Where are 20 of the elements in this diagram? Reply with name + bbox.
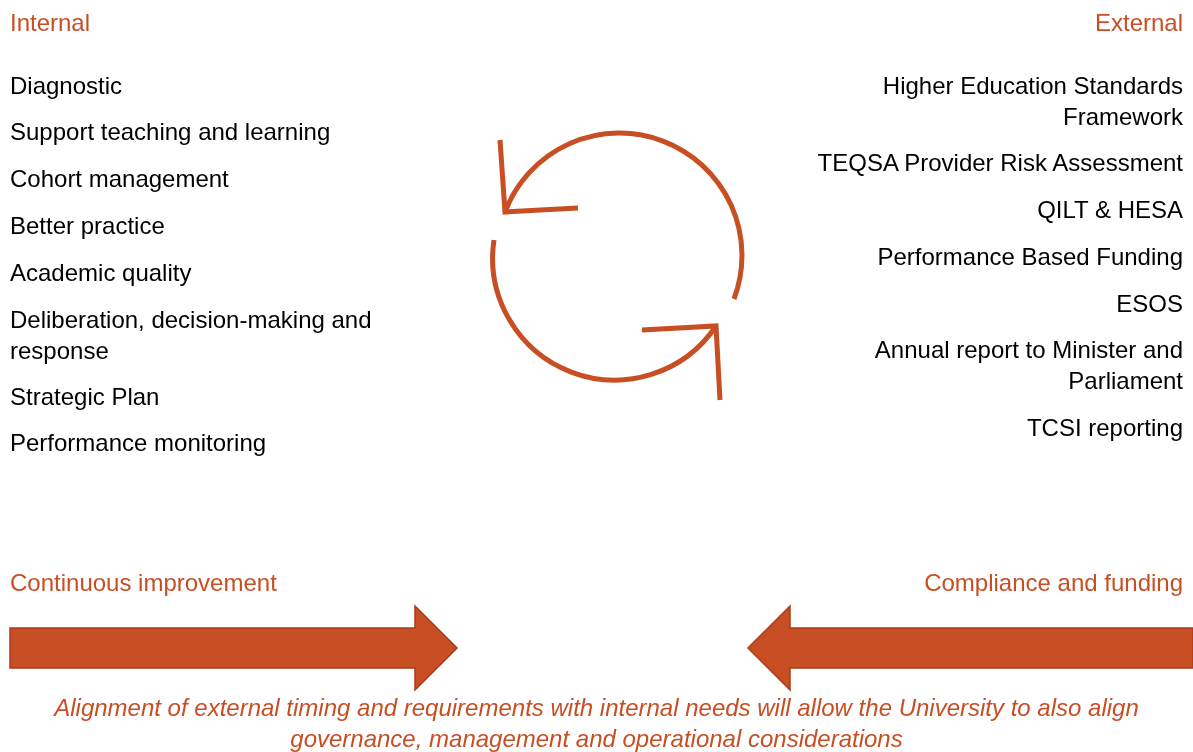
list-item: ESOS xyxy=(1115,288,1183,319)
list-item: TCSI reporting xyxy=(1025,412,1183,443)
list-item: QILT & HESA xyxy=(1036,194,1183,225)
list-item: Higher Education Standards Framework xyxy=(881,70,1183,132)
list-item: Performance monitoring xyxy=(10,427,268,458)
list-item: TEQSA Provider Risk Assessment xyxy=(816,147,1183,178)
section-label: Compliance and funding xyxy=(923,567,1183,598)
list-item: Cohort management xyxy=(10,163,230,194)
list-item: Diagnostic xyxy=(10,70,124,101)
column-heading: External xyxy=(1093,7,1183,38)
list-item: Annual report to Minister and Parliament xyxy=(873,334,1183,396)
caption: Alignment of external timing and requirements with internal needs will allow the University to also align governance, management and operational considerations xyxy=(52,693,1140,752)
list-item: Deliberation, decision-making and response xyxy=(10,304,373,366)
column-heading: Internal xyxy=(10,7,92,38)
list-item: Support teaching and learning xyxy=(10,116,332,147)
list-item: Performance Based Funding xyxy=(876,241,1183,272)
list-item: Academic quality xyxy=(10,257,193,288)
section-label: Continuous improvement xyxy=(10,567,278,598)
list-item: Strategic Plan xyxy=(10,381,161,412)
list-item: Better practice xyxy=(10,210,166,241)
